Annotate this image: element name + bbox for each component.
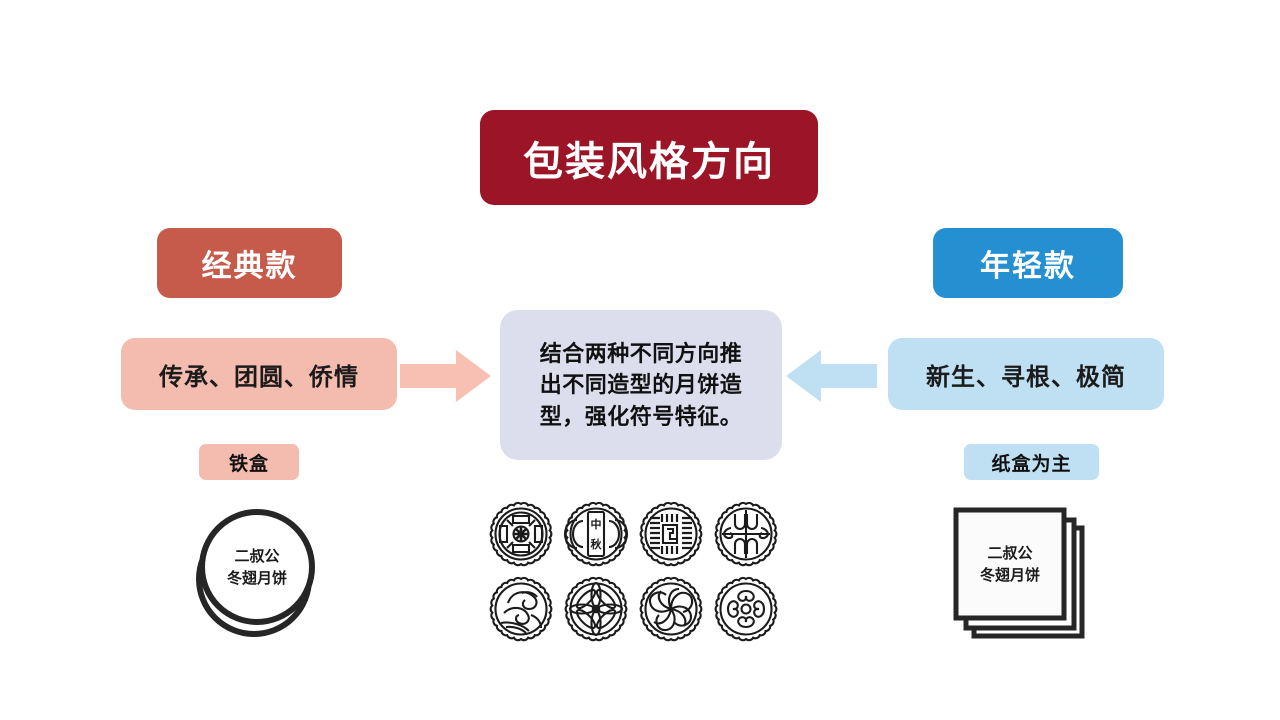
classic-style-header: 经典款 xyxy=(157,228,342,298)
mooncake-3 xyxy=(639,501,703,567)
mooncake-2-text-2: 秋 xyxy=(591,537,603,551)
mooncake-6 xyxy=(564,576,628,642)
tin-brand-line-2: 冬翅月饼 xyxy=(227,569,287,587)
tin-brand-line-1: 二叔公 xyxy=(234,547,279,565)
paper-brand-line-1: 二叔公 xyxy=(987,544,1032,562)
classic-keywords-bar: 传承、团圆、侨情 xyxy=(121,338,397,410)
young-style-header: 年轻款 xyxy=(933,228,1123,298)
center-concept-box: 结合两种不同方向推 出不同造型的月饼造 型，强化符号特征。 xyxy=(500,310,782,460)
arrow-left-icon xyxy=(786,348,878,409)
young-keywords-bar: 新生、寻根、极简 xyxy=(888,338,1164,410)
mooncake-5 xyxy=(489,576,553,642)
mooncake-8 xyxy=(714,576,778,642)
tin-box-illustration: 二叔公 冬翅月饼 xyxy=(192,503,322,643)
arrow-right-icon xyxy=(400,348,492,409)
paper-brand-line-2: 冬翅月饼 xyxy=(980,566,1040,584)
center-concept-text: 结合两种不同方向推 出不同造型的月饼造 型，强化符号特征。 xyxy=(540,338,743,432)
mooncake-7 xyxy=(639,576,703,642)
young-material-tag: 纸盒为主 xyxy=(964,444,1099,480)
center-line-3: 型，强化符号特征。 xyxy=(539,403,743,429)
mooncake-pattern-grid: 中 秋 xyxy=(484,500,790,645)
mooncake-1 xyxy=(489,501,553,567)
classic-material-tag: 铁盒 xyxy=(199,444,299,480)
paper-box-illustration: 二叔公 冬翅月饼 xyxy=(946,500,1096,645)
mooncake-4 xyxy=(714,501,778,567)
mooncake-2-text: 中 xyxy=(591,517,602,531)
center-line-1: 结合两种不同方向推 xyxy=(539,341,743,367)
mooncake-2: 中 秋 xyxy=(564,501,628,567)
center-line-2: 出不同造型的月饼造 xyxy=(539,372,743,398)
page-title: 包装风格方向 xyxy=(480,110,818,205)
